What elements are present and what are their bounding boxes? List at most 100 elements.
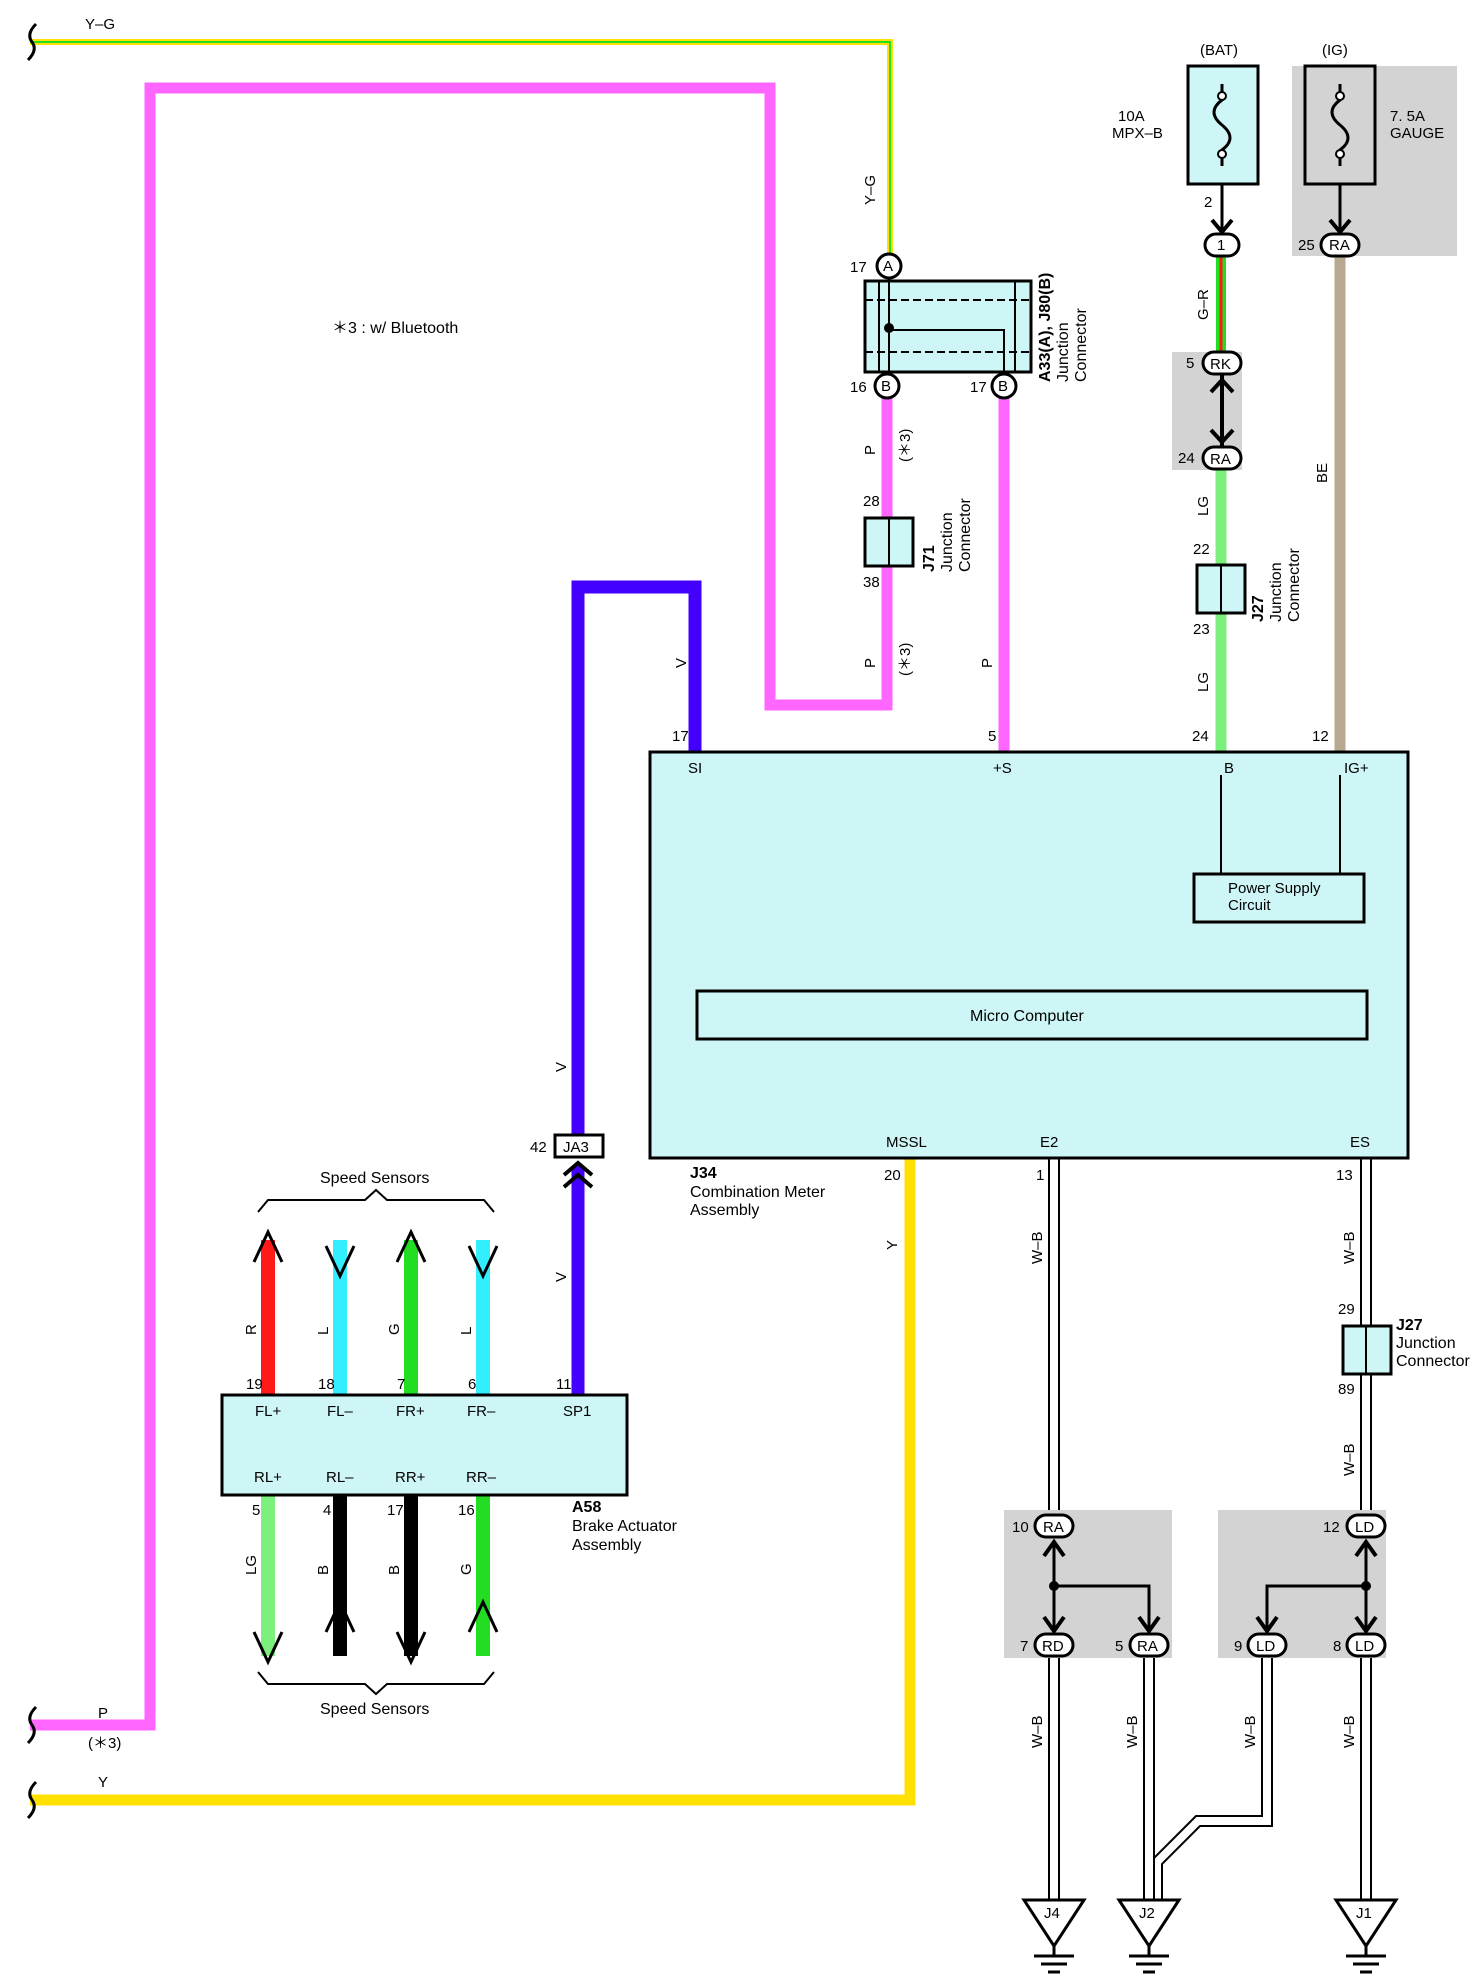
gjr-top-conn: LD xyxy=(1355,1519,1374,1536)
left-p-note: (＊3) xyxy=(88,1735,121,1752)
ground-j4-label: J4 xyxy=(1044,1905,1060,1922)
wire-label-p-b: P xyxy=(862,658,879,668)
ig-conn-ra: RA xyxy=(1329,237,1350,254)
meter-name-2: Assembly xyxy=(690,1202,759,1219)
bat-header: (BAT) xyxy=(1200,42,1238,59)
gjl-bl-conn: RD xyxy=(1042,1638,1064,1655)
speed-sensors-bottom-label: Speed Sensors xyxy=(320,1701,429,1718)
wire-label-p-a-note: (＊3) xyxy=(897,429,914,462)
j27-top-title-2: Junction xyxy=(1268,562,1285,622)
gjr-bl-conn: LD xyxy=(1256,1638,1275,1655)
ground-j2-label: J2 xyxy=(1139,1905,1155,1922)
gjr-bl-pin: 9 xyxy=(1234,1638,1242,1655)
a33-title-2: Junction xyxy=(1055,322,1072,382)
sensor-fl-plus-wire: R xyxy=(243,1324,260,1335)
rr-plus-label: RR+ xyxy=(395,1469,426,1486)
gjl-top-pin: 10 xyxy=(1012,1519,1029,1536)
fuse-bat xyxy=(1186,64,1260,236)
wire-y-mssl xyxy=(30,1158,916,1806)
brake-actuator-box xyxy=(220,1393,629,1497)
sensor-rl-plus-wire: LG xyxy=(243,1555,260,1575)
j71-pin-top: 28 xyxy=(863,493,880,510)
meter-ig-num: 12 xyxy=(1312,728,1329,745)
sensor-fr-plus-wire: G xyxy=(386,1323,403,1335)
meter-e2-num: 1 xyxy=(1036,1167,1044,1184)
fuse-ig xyxy=(1303,64,1377,236)
bat-fuse-name-2: MPX–B xyxy=(1112,125,1163,142)
wire-label-wb-e2: W–B xyxy=(1029,1231,1046,1264)
power-supply-label-2: Circuit xyxy=(1228,897,1271,914)
fr-plus-label: FR+ xyxy=(396,1403,425,1420)
ig-connector-ra xyxy=(1319,232,1361,258)
j27-top-pin-bottom: 23 xyxy=(1193,621,1210,638)
micro-computer xyxy=(695,989,1369,1041)
meter-si: SI xyxy=(688,760,702,777)
speed-sensor-braces xyxy=(257,1188,495,1696)
meter-e2: E2 xyxy=(1040,1134,1058,1151)
sensor-fr-minus-wire: L xyxy=(458,1327,475,1335)
sensor-rr-minus-wire: G xyxy=(458,1563,475,1575)
bat-conn-pin: 1 xyxy=(1217,237,1225,254)
wire-label-v-top: V xyxy=(673,658,690,668)
sp1-label: SP1 xyxy=(563,1403,591,1420)
wire-label-gr: G–R xyxy=(1195,289,1212,320)
wire-label-yg: Y–G xyxy=(862,175,879,205)
gjl-br-pin: 5 xyxy=(1115,1638,1123,1655)
j27-top-title-3: Connector xyxy=(1286,548,1303,622)
j71-title-1: J71 xyxy=(921,545,938,572)
inline-connector-rk-ra xyxy=(1201,350,1243,471)
meter-mssl-num: 20 xyxy=(884,1167,901,1184)
rl-minus-num: 4 xyxy=(323,1502,331,1519)
wire-label-wb-rd: W–B xyxy=(1029,1715,1046,1748)
left-p-label: P xyxy=(98,1705,108,1722)
wire-label-v-mid: V xyxy=(553,1062,570,1072)
gjl-top-conn: RA xyxy=(1043,1519,1064,1536)
a33-title-1: A33(A), J80(B) xyxy=(1037,273,1054,382)
ground-junction-right xyxy=(1246,1513,1387,1658)
wire-label-p-c: P xyxy=(979,658,996,668)
wire-label-y: Y xyxy=(884,1240,901,1250)
wire-label-lg-b: LG xyxy=(1195,672,1212,692)
brake-actuator-code: A58 xyxy=(572,1499,601,1516)
ig-pin: 25 xyxy=(1298,237,1315,254)
meter-mssl: MSSL xyxy=(886,1134,927,1151)
wire-wb-group xyxy=(1048,1158,1372,1900)
rr-minus-label: RR– xyxy=(466,1469,497,1486)
ground-j1-label: J1 xyxy=(1356,1905,1372,1922)
wire-label-p-a: P xyxy=(862,445,879,455)
power-supply-label-1: Power Supply xyxy=(1228,880,1321,897)
rl-minus-label: RL– xyxy=(326,1469,354,1486)
ra-conn: RA xyxy=(1210,451,1231,468)
speed-sensor-wires xyxy=(261,1240,490,1656)
fl-minus-label: FL– xyxy=(327,1403,354,1420)
junction-j27-bottom xyxy=(1341,1324,1393,1376)
j27-top-title-1: J27 xyxy=(1250,595,1267,622)
j27-bottom-title-3: Connector xyxy=(1396,1353,1470,1370)
ground-j2 xyxy=(1116,1898,1182,1974)
sensor-fl-minus-wire: L xyxy=(315,1327,332,1335)
fl-plus-label: FL+ xyxy=(255,1403,282,1420)
j71-title-3: Connector xyxy=(957,498,974,572)
a33-pin-bl: 16 xyxy=(850,379,867,396)
j27-bottom-pin-top: 29 xyxy=(1338,1301,1355,1318)
a33-title-3: Connector xyxy=(1073,308,1090,382)
j27-top-pin-top: 22 xyxy=(1193,541,1210,558)
meter-ig: IG+ xyxy=(1344,760,1369,777)
meter-es: ES xyxy=(1350,1134,1370,1151)
edge-break-marks xyxy=(26,22,38,1820)
meter-s: +S xyxy=(993,760,1012,777)
rk-pin: 5 xyxy=(1186,355,1194,372)
connector-ja3 xyxy=(553,1133,605,1189)
j27-bottom-title-1: J27 xyxy=(1396,1317,1423,1334)
meter-name-1: Combination Meter xyxy=(690,1184,826,1201)
wire-label-wb-ld9: W–B xyxy=(1242,1715,1259,1748)
a33-pin-top: 17 xyxy=(850,259,867,276)
wire-label-wb-es-b: W–B xyxy=(1341,1443,1358,1476)
gjr-br-pin: 8 xyxy=(1333,1638,1341,1655)
a33-conn-br: B xyxy=(998,378,1008,395)
gjl-br-conn: RA xyxy=(1137,1638,1158,1655)
wire-label-wb-es-a: W–B xyxy=(1341,1231,1358,1264)
rr-plus-num: 17 xyxy=(387,1502,404,1519)
bluetooth-note: ＊3 : w/ Bluetooth xyxy=(332,320,458,337)
meter-s-num: 5 xyxy=(988,728,996,745)
